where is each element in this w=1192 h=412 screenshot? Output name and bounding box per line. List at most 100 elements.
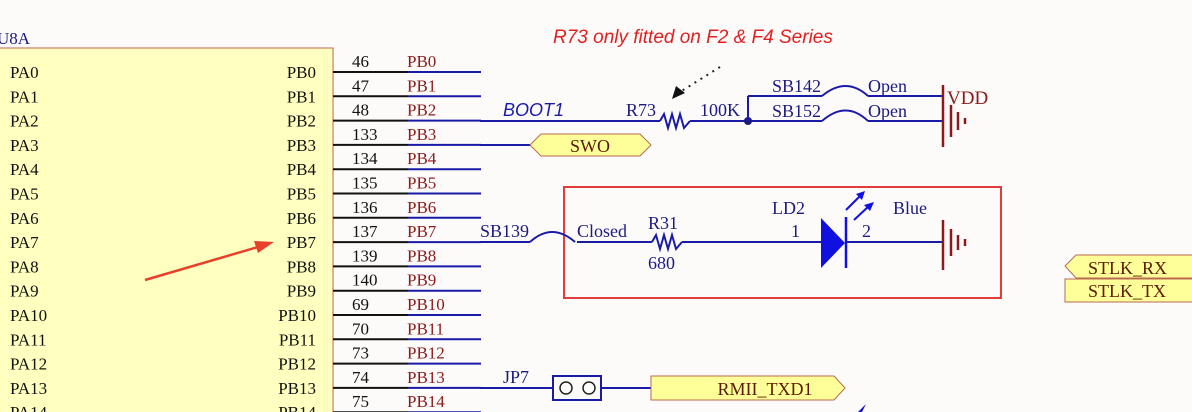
pin-number: 136 xyxy=(352,198,378,217)
right-pin-name: PB1 xyxy=(287,87,316,106)
net-name: PB8 xyxy=(407,246,436,265)
sb142-bridge xyxy=(821,85,869,97)
left-pin-name: PA14 xyxy=(10,403,48,412)
pin-row: PA14PB1475PB14 xyxy=(10,392,481,412)
svg-text:STLK_RX: STLK_RX xyxy=(1088,258,1167,278)
left-pin-name: PA4 xyxy=(10,160,39,179)
vdd-symbol xyxy=(941,85,967,147)
pin-number: 75 xyxy=(352,392,369,411)
pin-number: 137 xyxy=(352,222,378,241)
pin-number: 47 xyxy=(352,76,370,95)
annotation-arrow xyxy=(672,66,721,99)
stlk-rx-port: STLK_RX xyxy=(1064,254,1192,279)
pin-number: 133 xyxy=(352,125,378,144)
sb152-state: Open xyxy=(868,101,907,121)
led-color-label: Blue xyxy=(893,198,927,218)
left-pin-name: PA2 xyxy=(10,112,39,131)
right-pin-name: PB7 xyxy=(287,233,317,252)
net-name: PB3 xyxy=(407,125,436,144)
net-name: PB5 xyxy=(407,174,436,193)
net-name: PB7 xyxy=(407,222,437,241)
net-name: PB13 xyxy=(407,368,445,387)
right-pin-name: PB6 xyxy=(287,209,316,228)
pin-number: 134 xyxy=(352,149,378,168)
right-pin-name: PB2 xyxy=(287,112,316,131)
right-pin-name: PB12 xyxy=(278,355,316,374)
ld2-pin1: 1 xyxy=(791,221,800,241)
red-pointer-arrow xyxy=(144,241,274,282)
pin-number: 46 xyxy=(352,52,369,71)
right-pin-name: PB9 xyxy=(287,282,316,301)
net-name: PB0 xyxy=(407,52,436,71)
left-pin-name: PA13 xyxy=(10,379,47,398)
pin-number: 70 xyxy=(352,319,369,338)
left-pin-name: PA0 xyxy=(10,63,39,82)
sb152-label: SB152 xyxy=(772,101,821,121)
ld2-pin2: 2 xyxy=(862,221,871,241)
left-pin-name: PA3 xyxy=(10,136,39,155)
jp7-label: JP7 xyxy=(503,367,529,387)
partial-arrow xyxy=(858,404,866,412)
ld2-label: LD2 xyxy=(772,198,805,218)
swo-port: SWO xyxy=(480,133,652,157)
right-pin-name: PB4 xyxy=(287,160,317,179)
vdd-label: VDD xyxy=(947,88,988,109)
annotation-note: R73 only fitted on F2 & F4 Series xyxy=(553,27,833,48)
sb139-bridge xyxy=(529,231,576,243)
left-pin-name: PA7 xyxy=(10,233,39,252)
left-pin-name: PA10 xyxy=(10,306,47,325)
net-name: PB10 xyxy=(407,295,445,314)
net-name: PB2 xyxy=(407,101,436,120)
sb152-bridge xyxy=(821,109,869,122)
left-pin-name: PA5 xyxy=(10,185,39,204)
right-pin-name: PB5 xyxy=(287,185,316,204)
pin-number: 73 xyxy=(352,344,369,363)
right-pin-name: PB10 xyxy=(278,306,316,325)
component-designator: U8A xyxy=(0,29,31,48)
r31-value: 680 xyxy=(648,253,675,273)
r31-resistor xyxy=(651,231,683,253)
boot1-net-label: BOOT1 xyxy=(503,100,564,120)
net-name: PB11 xyxy=(407,319,444,338)
left-pin-name: PA8 xyxy=(10,257,39,276)
net-name: PB12 xyxy=(407,344,445,363)
pin-number: 139 xyxy=(352,246,378,265)
r73-label: R73 xyxy=(626,100,656,120)
led-highlight-box xyxy=(563,186,1002,299)
net-name: PB14 xyxy=(407,392,445,411)
right-pin-name: PB8 xyxy=(287,257,316,276)
right-pin-name: PB3 xyxy=(287,136,316,155)
led-diode-icon xyxy=(821,191,874,268)
left-pin-name: PA6 xyxy=(10,209,39,228)
left-pin-name: PA9 xyxy=(10,282,39,301)
sb139-state: Closed xyxy=(577,221,627,241)
jp7-jumper xyxy=(552,375,602,401)
svg-text:RMII_TXD1: RMII_TXD1 xyxy=(718,379,813,399)
net-name: PB1 xyxy=(407,76,436,95)
right-pin-name: PB11 xyxy=(279,330,316,349)
right-pin-name: PB14 xyxy=(278,403,316,412)
net-name: PB9 xyxy=(407,271,436,290)
ground-symbol xyxy=(941,220,967,270)
right-pin-name: PB0 xyxy=(287,63,316,82)
left-pin-name: PA1 xyxy=(10,87,39,106)
sb142-label: SB142 xyxy=(772,76,821,96)
stlk-tx-port: STLK_TX xyxy=(1064,278,1192,303)
right-pin-name: PB13 xyxy=(278,379,316,398)
u8a-body xyxy=(0,47,334,412)
net-name: PB6 xyxy=(407,198,436,217)
